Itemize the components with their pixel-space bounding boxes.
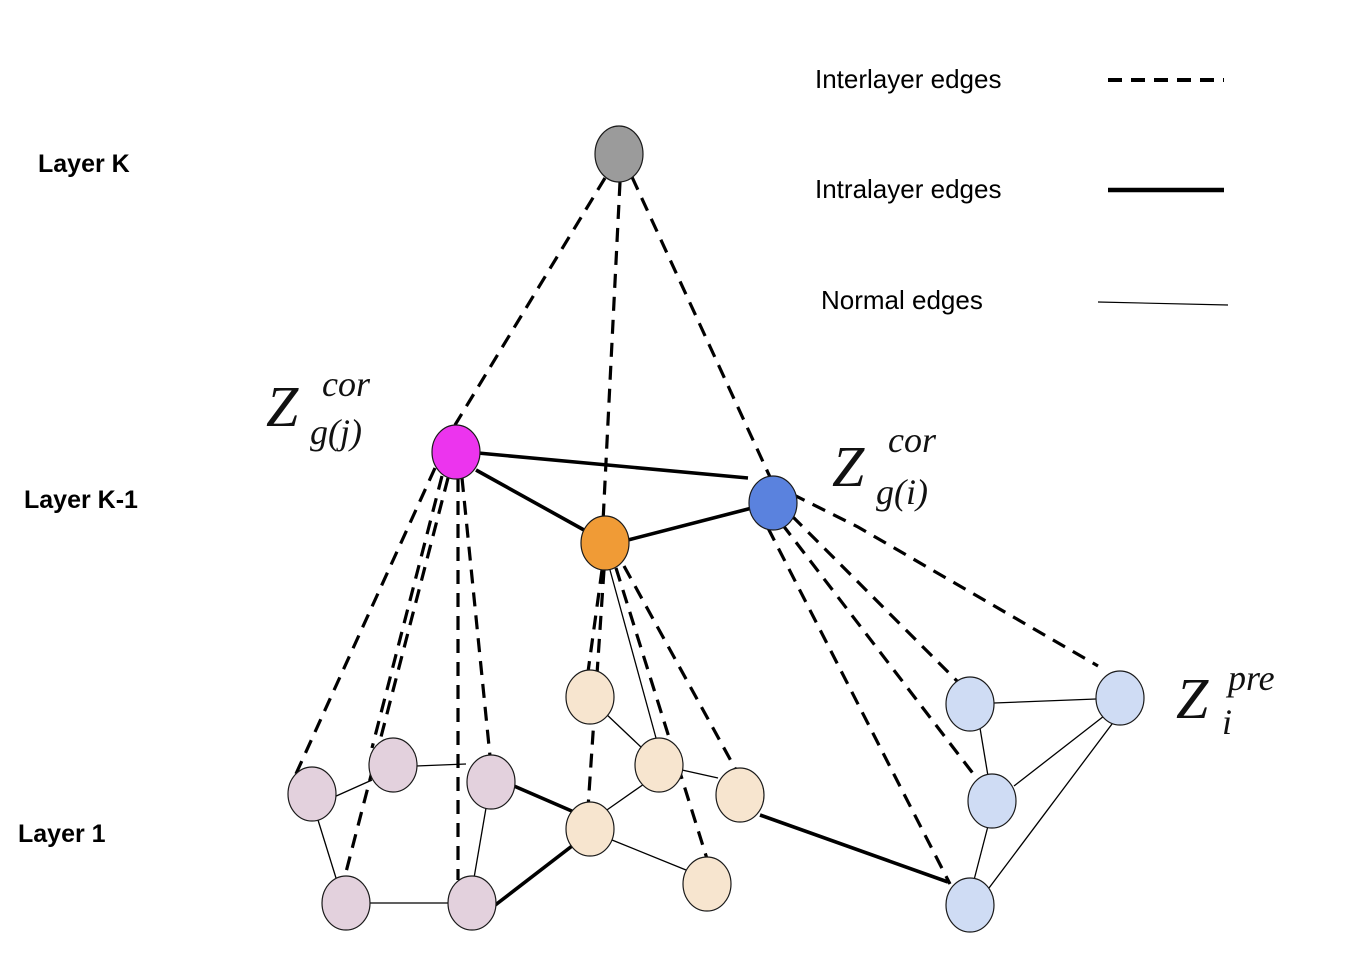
layer1-purple-node [368, 737, 418, 793]
normal-edge [993, 698, 1097, 704]
correlation-node-i [748, 475, 798, 531]
normal-edge [473, 807, 487, 879]
normal-edge [317, 819, 337, 879]
z-cor-gj-sub: g(j) [310, 412, 362, 452]
layer1-blue-node [967, 773, 1017, 829]
layer-k-minus-1-label: Layer K-1 [24, 486, 138, 514]
normal-edge [603, 711, 643, 749]
interlayer-edge [370, 475, 444, 749]
label-z-pre-i: Z pre i [1176, 658, 1275, 742]
legend-normal-line [1097, 301, 1229, 306]
layer-1-label: Layer 1 [18, 820, 106, 848]
layer1-purple-node [321, 875, 371, 931]
layer1-orange-node [634, 737, 684, 793]
intralayer-edge [475, 468, 585, 532]
top-node [594, 125, 644, 183]
intralayer-edge [759, 813, 949, 884]
normal-edge [1013, 715, 1105, 787]
interlayer-edge [293, 467, 437, 777]
label-z-cor-gi: Z cor g(i) [832, 420, 937, 512]
layer1-orange-node [715, 767, 765, 823]
interlayer-edge [601, 181, 622, 523]
interlayer-edge [791, 492, 1099, 668]
interlayer-edge [453, 177, 607, 426]
z-cor-gj-main: Z [266, 374, 299, 439]
normal-edge [611, 839, 687, 871]
legend-normal-label: Normal edges [821, 285, 983, 315]
intralayer-edges [475, 451, 949, 908]
normal-edge [415, 763, 467, 767]
interlayer-edges [293, 176, 1099, 885]
layer1-blue-node [1095, 670, 1145, 726]
interlayer-edge [622, 565, 738, 771]
interlayer-edge [343, 477, 450, 877]
z-cor-gi-sup: cor [888, 420, 937, 460]
nodes [287, 125, 1145, 933]
layer-k-label: Layer K [38, 150, 130, 178]
correlation-node-j [431, 424, 481, 480]
interlayer-edge [614, 567, 710, 863]
interlayer-edge [460, 477, 492, 757]
intralayer-edge [492, 844, 574, 908]
normal-edge [979, 727, 989, 777]
z-pre-i-main: Z [1176, 666, 1209, 731]
layer1-orange-node [565, 669, 615, 725]
z-cor-gi-main: Z [832, 434, 865, 499]
normal-edges [317, 569, 1113, 904]
normal-edge [603, 783, 645, 813]
normal-edge [609, 569, 657, 739]
layer1-blue-node [945, 877, 995, 933]
z-pre-i-sup: pre [1225, 658, 1275, 698]
normal-edge [681, 769, 719, 779]
legend: Interlayer edges Intralayer edges Normal… [815, 64, 1229, 315]
layer1-orange-node [565, 801, 615, 857]
layer1-orange-node [682, 856, 732, 912]
normal-edge [333, 779, 373, 798]
interlayer-edge [630, 176, 772, 478]
middle-orange-node [580, 515, 630, 571]
interlayer-edge [790, 514, 960, 684]
interlayer-edge [780, 523, 980, 781]
legend-interlayer-label: Interlayer edges [815, 64, 1001, 94]
layer1-purple-node [447, 875, 497, 931]
layer1-blue-node [945, 676, 995, 732]
interlayer-edge [766, 527, 952, 885]
layer1-purple-node [466, 754, 516, 810]
z-cor-gi-sub: g(i) [876, 472, 928, 512]
layer1-purple-node [287, 766, 337, 822]
label-z-cor-gj: Z cor g(j) [266, 364, 371, 452]
interlayer-edge [586, 569, 604, 673]
intralayer-edge [627, 506, 753, 542]
z-cor-gj-sup: cor [322, 364, 371, 404]
z-pre-i-sub: i [1222, 702, 1232, 742]
legend-intralayer-label: Intralayer edges [815, 174, 1001, 204]
intralayer-edge [513, 784, 575, 814]
normal-edge [973, 825, 989, 881]
normal-edge [985, 723, 1113, 893]
intralayer-edge [477, 451, 749, 480]
